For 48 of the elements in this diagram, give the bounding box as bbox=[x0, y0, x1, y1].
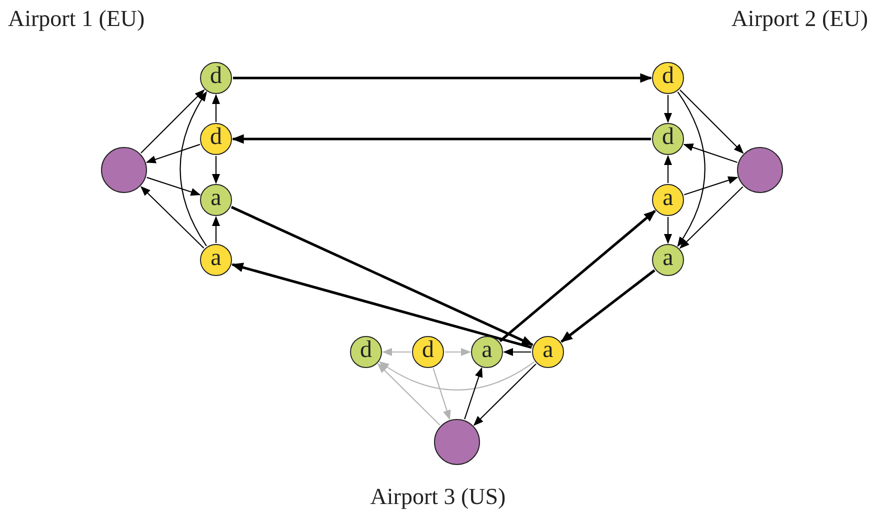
state-node: d bbox=[350, 336, 382, 368]
arrow bbox=[664, 95, 672, 123]
state-node: d bbox=[200, 123, 232, 155]
arrow bbox=[146, 144, 200, 164]
arrow bbox=[382, 348, 411, 356]
arrow bbox=[378, 361, 535, 390]
arrow bbox=[683, 144, 738, 163]
arrow bbox=[677, 92, 706, 247]
arrow bbox=[212, 94, 220, 122]
arrow bbox=[680, 90, 744, 154]
arrow bbox=[684, 176, 738, 196]
arrow bbox=[230, 206, 534, 346]
arrow bbox=[233, 73, 652, 83]
arrow bbox=[560, 269, 656, 343]
arrow bbox=[664, 155, 672, 183]
arrow bbox=[445, 348, 471, 356]
arrow bbox=[664, 217, 672, 244]
state-node: d bbox=[200, 62, 232, 94]
arrow bbox=[377, 363, 440, 426]
airport-label: Airport 2 (EU) bbox=[731, 6, 868, 32]
arrow bbox=[464, 367, 483, 420]
state-node: a bbox=[652, 184, 684, 216]
arrow bbox=[432, 368, 451, 420]
arrow bbox=[679, 186, 744, 249]
arrow bbox=[499, 210, 656, 342]
arrow bbox=[146, 176, 201, 196]
arrow bbox=[231, 262, 532, 349]
arrow bbox=[140, 186, 204, 248]
arrow bbox=[212, 156, 220, 184]
arrow bbox=[232, 134, 651, 144]
state-node: a bbox=[532, 336, 564, 368]
airport-label: Airport 3 (US) bbox=[370, 484, 506, 510]
state-node: a bbox=[471, 336, 503, 368]
state-node: d bbox=[412, 336, 444, 368]
airport-node bbox=[434, 419, 480, 465]
airport-node bbox=[737, 147, 783, 193]
airport-node bbox=[101, 147, 147, 193]
arrow bbox=[212, 216, 220, 243]
state-node: a bbox=[200, 184, 232, 216]
state-node: d bbox=[652, 62, 684, 94]
arrow bbox=[140, 89, 205, 154]
state-node: a bbox=[200, 244, 232, 276]
state-node: a bbox=[652, 244, 684, 276]
state-node: d bbox=[652, 123, 684, 155]
arrow bbox=[503, 348, 531, 356]
arrow bbox=[180, 91, 207, 246]
airport-label: Airport 1 (EU) bbox=[8, 6, 145, 32]
arrow bbox=[473, 364, 536, 426]
